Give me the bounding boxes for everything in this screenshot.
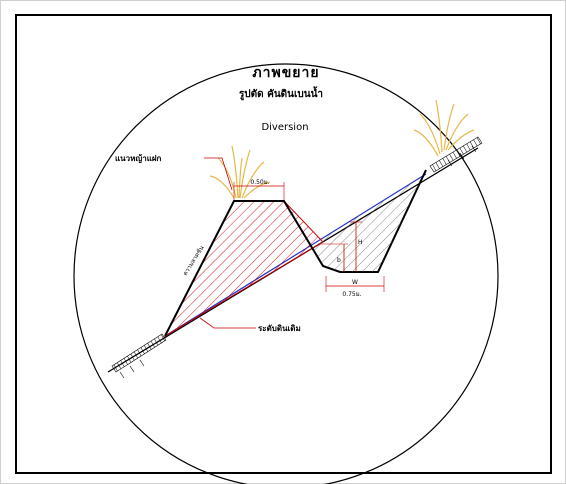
drawing-border <box>15 14 552 474</box>
detail-circle <box>73 63 499 484</box>
grass-leader <box>204 157 233 191</box>
grass-right <box>413 99 475 157</box>
ground-ticks <box>119 145 477 379</box>
title-main: ภาพขยาย <box>252 65 319 81</box>
original-ground-label: ระดับดินเดิม <box>258 324 301 333</box>
title-sub: รูปตัด คันดินเบนน้ำ <box>239 86 323 101</box>
ground-hatch-right <box>429 136 483 173</box>
grass-left <box>209 145 271 199</box>
top-width-label: 0.50ม. <box>250 179 269 186</box>
channel-cut-fill <box>310 170 426 272</box>
bottom-width-label: 0.75ม. <box>342 291 361 298</box>
ground-hatch-left <box>111 333 167 373</box>
grass-label: แนวหญ้าแฝก <box>115 153 162 164</box>
bottom-inner-label: W <box>352 279 358 286</box>
small-label: b <box>337 257 341 264</box>
height-label: H <box>358 239 363 246</box>
ground-leader <box>199 317 256 329</box>
title-english: Diversion <box>261 122 308 133</box>
